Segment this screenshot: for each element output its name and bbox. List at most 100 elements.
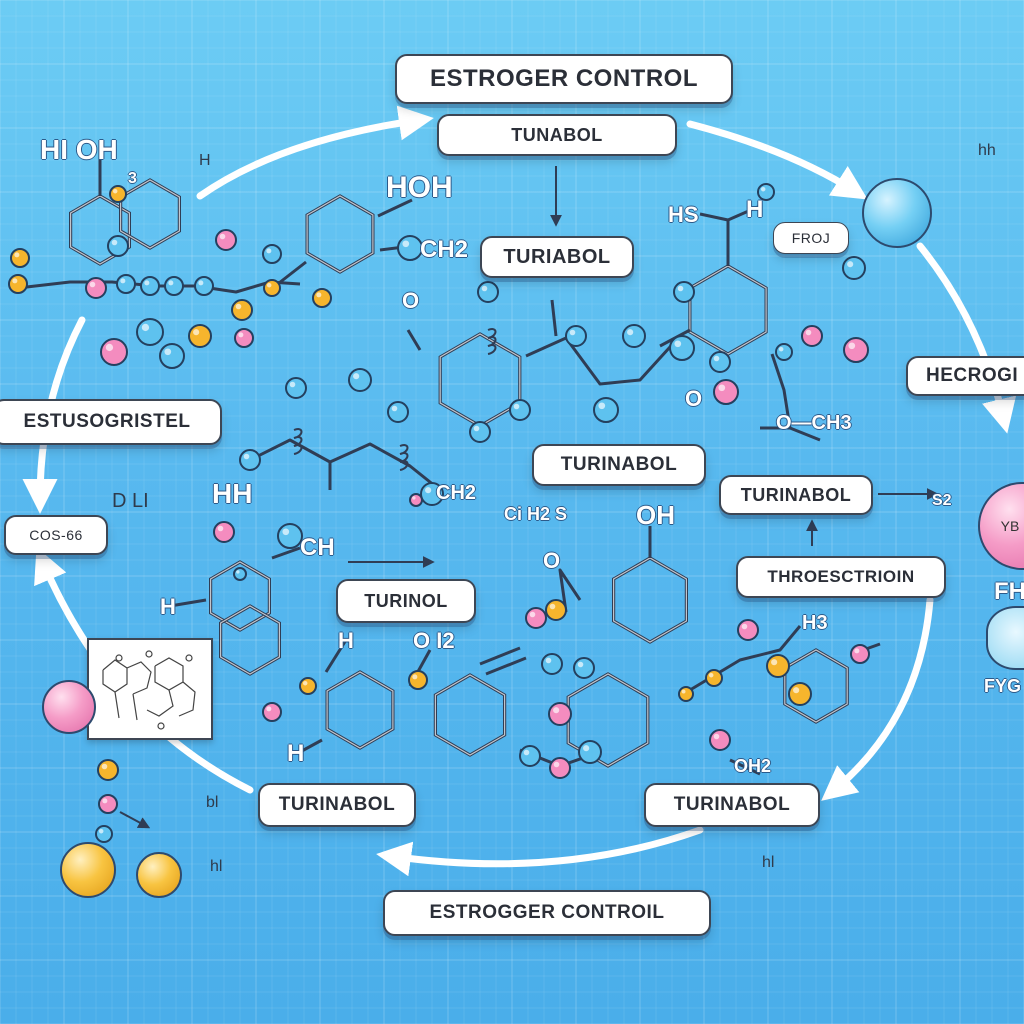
atom-25-shine (353, 373, 360, 380)
ring-bottom-left-highlight (326, 671, 394, 749)
atom-1 (107, 235, 129, 257)
atom-25 (348, 368, 372, 392)
atom-32 (669, 335, 695, 361)
atom-54-shine (583, 745, 590, 752)
formula-oh2: OH2 (734, 756, 772, 776)
bond-double-left (479, 646, 521, 666)
atom-27 (239, 449, 261, 471)
atom-14-shine (316, 292, 322, 298)
estusogristel-label: ESTUSOGRISTEL (0, 399, 222, 445)
bond-h-lower (299, 738, 323, 754)
ring-center-upper (438, 332, 522, 428)
atom-61 (850, 644, 870, 664)
atom-17-body (159, 343, 185, 369)
atom-26-body (285, 377, 307, 399)
atom-24-shine (391, 405, 398, 412)
atom-34-shine (713, 355, 720, 362)
atom-11-shine (238, 332, 244, 338)
atom-23 (469, 421, 491, 443)
atom-40-shine (760, 186, 766, 192)
atom-43-shine (236, 570, 240, 574)
ring-left-lower-b-highlight (220, 605, 280, 675)
ring-center-phenol-highlight (612, 557, 688, 643)
atom-5-shine (120, 278, 126, 284)
atom-29 (409, 493, 423, 507)
bond-hs-stem (699, 212, 730, 266)
turinabol-right-label: TURINABOL (719, 475, 873, 515)
ring-top-hoh-highlight (306, 195, 374, 273)
atom-3-body (8, 274, 28, 294)
atom-0-body (109, 185, 127, 203)
atom-62-body (97, 759, 119, 781)
atom-64-shine (98, 828, 104, 834)
formula-hh: HH (212, 478, 253, 509)
atom-48 (545, 599, 567, 621)
atom-6-body (140, 276, 160, 296)
formula-fh: FH (994, 578, 1024, 605)
atom-21 (565, 325, 587, 347)
atom-60-body (788, 682, 812, 706)
atom-58-shine (741, 623, 748, 630)
yb-label: YB (1000, 518, 1020, 534)
atom-13-shine (266, 282, 272, 288)
formula-o-small: O (685, 386, 703, 411)
atom-24-body (387, 401, 409, 423)
atom-19-shine (402, 240, 410, 248)
atom-46-shine (412, 674, 418, 680)
atom-34-body (709, 351, 731, 373)
ring-bottom-center-highlight (567, 673, 649, 767)
atom-23-shine (473, 425, 480, 432)
squiggle-mid (399, 444, 409, 471)
atom-18-shine (105, 343, 114, 352)
atom-39 (842, 256, 866, 280)
bond-o-ch3 (770, 353, 821, 442)
formula-ch: CH (300, 534, 335, 561)
atom-63 (98, 794, 118, 814)
inset-structure-sketch (102, 650, 196, 730)
atom-6 (140, 276, 160, 296)
atom-57 (709, 729, 731, 751)
atom-43-body (233, 567, 247, 581)
atom-47-body (525, 607, 547, 629)
atom-61-body (850, 644, 870, 664)
atom-22-body (509, 399, 531, 421)
atom-53 (549, 757, 571, 779)
atom-8 (194, 276, 214, 296)
atom-16-body (188, 324, 212, 348)
atom-42 (277, 523, 303, 549)
atom-48-body (545, 599, 567, 621)
atom-42-shine (282, 528, 290, 536)
formula-hoh: HOH (386, 171, 453, 204)
atom-16 (188, 324, 212, 348)
turiabol-label: TURIABOL (480, 236, 634, 278)
formula-fyg: FYG (984, 676, 1022, 696)
atom-62 (97, 759, 119, 781)
atom-5 (116, 274, 136, 294)
atom-17 (159, 343, 185, 369)
atom-55-shine (681, 689, 686, 694)
atom-38-shine (677, 285, 684, 292)
atom-64-body (95, 825, 113, 843)
hecrog-label: HECROGI (906, 356, 1024, 396)
atom-37-shine (778, 346, 784, 352)
atom-50-shine (577, 661, 584, 668)
estrogen-control-bottom-label: ESTROGGER CONTROIL (383, 890, 711, 936)
atom-61-shine (854, 648, 860, 654)
atom-3 (8, 274, 28, 294)
atom-7-body (164, 276, 184, 296)
atom-47-shine (529, 611, 536, 618)
cycle-arrow-bottom (376, 826, 704, 877)
atom-59-body (766, 654, 790, 678)
bond-hs-h (727, 204, 761, 222)
ring-bottom-mid-highlight (434, 674, 506, 756)
ring-right-upper (688, 264, 768, 356)
atom-21-body (565, 325, 587, 347)
atom-39-body (842, 256, 866, 280)
atom-18 (100, 338, 128, 366)
bond-zigzag-mid (249, 438, 441, 492)
atom-49-body (541, 653, 563, 675)
atom-48-shine (549, 603, 556, 610)
atom-45 (262, 702, 282, 722)
